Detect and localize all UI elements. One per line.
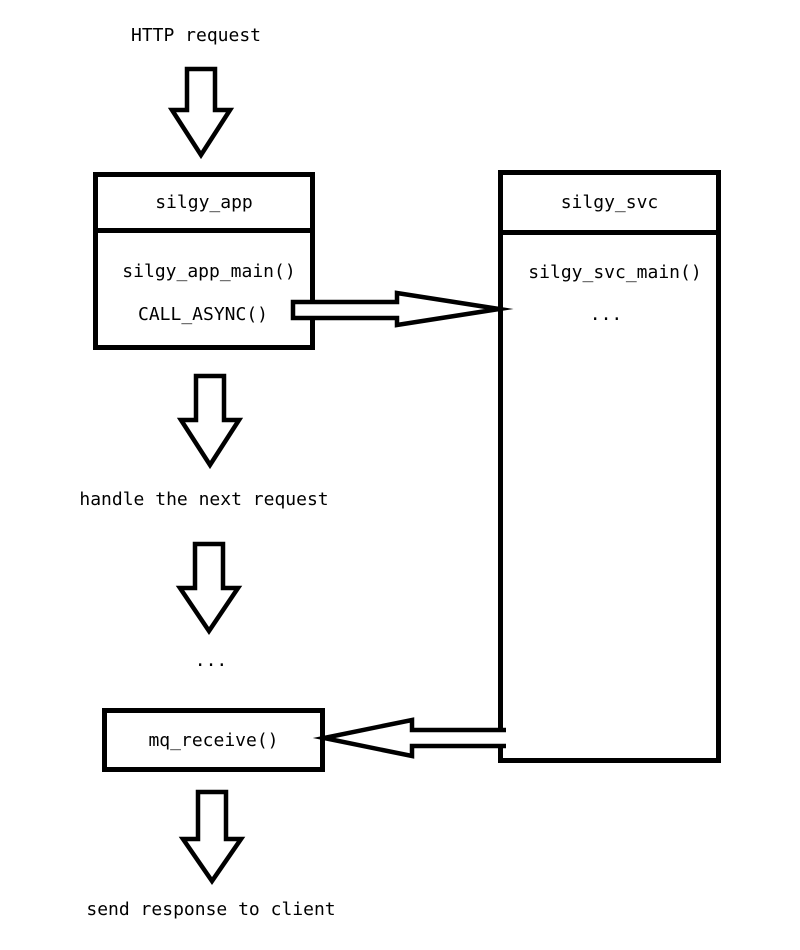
left-arrow-icon: [312, 717, 506, 759]
down-arrow-icon: [167, 66, 235, 160]
right-arrow-icon: [290, 290, 514, 328]
down-arrow-icon: [176, 373, 244, 470]
mq-receive-box: mq_receive(): [102, 708, 325, 772]
flow-ellipsis-label: ...: [194, 650, 228, 671]
silgy-app-box-title: silgy_app: [155, 192, 253, 213]
silgy-app-main-label: silgy_app_main(): [122, 261, 296, 282]
silgy-app-box-header: silgy_app: [98, 177, 310, 233]
send-response-label: send response to client: [86, 899, 336, 920]
silgy-svc-box-header: silgy_svc: [503, 175, 716, 235]
silgy-svc-main-label: silgy_svc_main(): [528, 262, 702, 283]
down-arrow-icon: [175, 541, 243, 636]
http-request-label: HTTP request: [130, 25, 262, 46]
down-arrow-icon: [178, 789, 246, 885]
call-async-label: CALL_ASYNC(): [137, 304, 269, 325]
handle-next-request-label: handle the next request: [79, 489, 329, 510]
mq-receive-label: mq_receive(): [148, 729, 279, 751]
silgy-svc-box-title: silgy_svc: [560, 192, 659, 213]
silgy-svc-box: silgy_svc silgy_svc_main() ...: [498, 170, 721, 763]
silgy-app-box: silgy_app silgy_app_main() CALL_ASYNC(): [93, 172, 315, 350]
svc-ellipsis-label: ...: [589, 304, 623, 325]
